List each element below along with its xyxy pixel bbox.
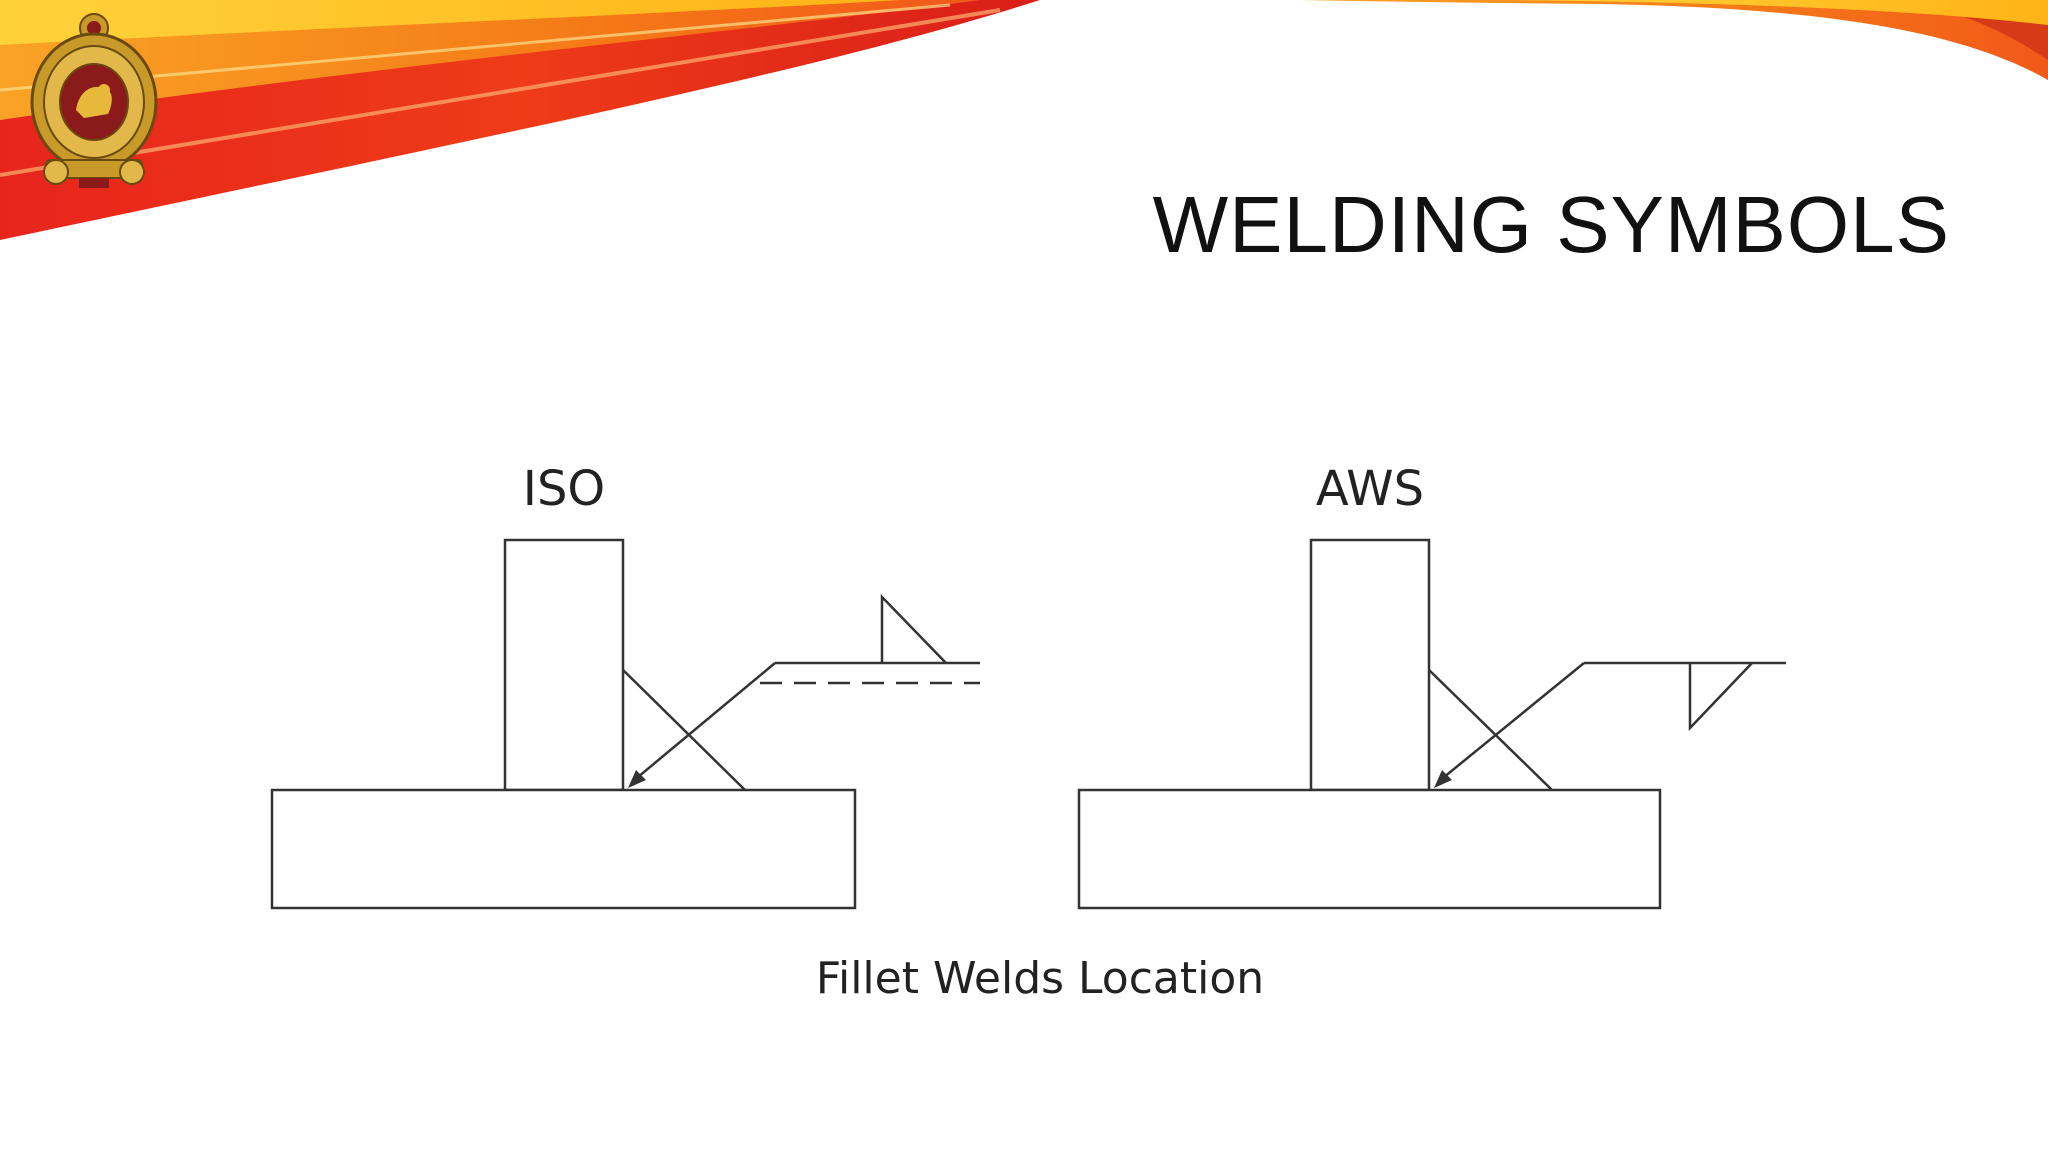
banner-band-right [1300, 0, 2048, 80]
banner-streak [0, 8, 1001, 177]
aws-arrow-head [1434, 770, 1452, 788]
iso-fillet-symbol [880, 593, 947, 664]
banner-band-right-yellow [1500, 0, 2048, 25]
iso-arrow-head [628, 770, 646, 788]
aws-vertical-plate [1309, 538, 1431, 792]
iso-vertical-plate [503, 538, 625, 792]
iso-diagram: ISO [270, 461, 980, 910]
aws-label: AWS [1316, 461, 1424, 517]
aws-fillet-symbol [1688, 662, 1753, 732]
iso-base-plate [270, 788, 857, 910]
iso-arrow-line [631, 662, 776, 783]
aws-arrow-line [1437, 662, 1585, 783]
slide-title: WELDING SYMBOLS [1152, 180, 1950, 269]
banner-swoosh [0, 0, 2048, 240]
aws-base-plate [1077, 788, 1662, 910]
iso-label: ISO [523, 461, 605, 517]
iso-fillet-weld [622, 669, 746, 791]
banner-band-yellow [0, 0, 900, 45]
diagram-caption: Fillet Welds Location [816, 953, 1264, 1004]
aws-diagram: AWS [1077, 461, 1786, 910]
aws-fillet-weld [1428, 669, 1553, 791]
national-emblem-icon [30, 13, 158, 188]
